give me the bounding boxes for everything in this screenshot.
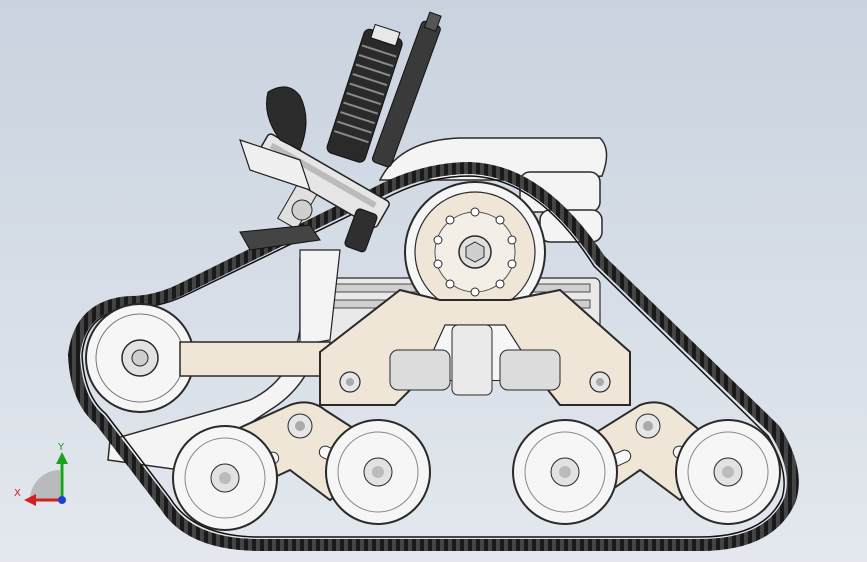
road-wheel-2[interactable]	[325, 419, 431, 525]
coordinate-triad-icon[interactable]: Y X	[14, 442, 68, 506]
rifle-mount[interactable]	[234, 11, 445, 346]
track-belt	[68, 162, 799, 551]
idler-swing-arm	[179, 341, 331, 377]
x-axis-arrow-head	[24, 494, 36, 506]
x-axis-label: X	[14, 488, 21, 499]
z-axis-dot	[58, 496, 66, 504]
road-wheel-3[interactable]	[512, 419, 618, 525]
y-axis-label: Y	[57, 442, 65, 453]
front-idler-wheel[interactable]	[85, 303, 195, 413]
drive-sprocket[interactable]	[404, 181, 546, 323]
y-axis-arrow-head	[56, 452, 68, 464]
triad-base-icon	[30, 470, 60, 500]
main-frame	[319, 288, 631, 406]
road-wheel-4[interactable]	[675, 419, 781, 525]
road-wheel-1[interactable]	[172, 425, 278, 531]
